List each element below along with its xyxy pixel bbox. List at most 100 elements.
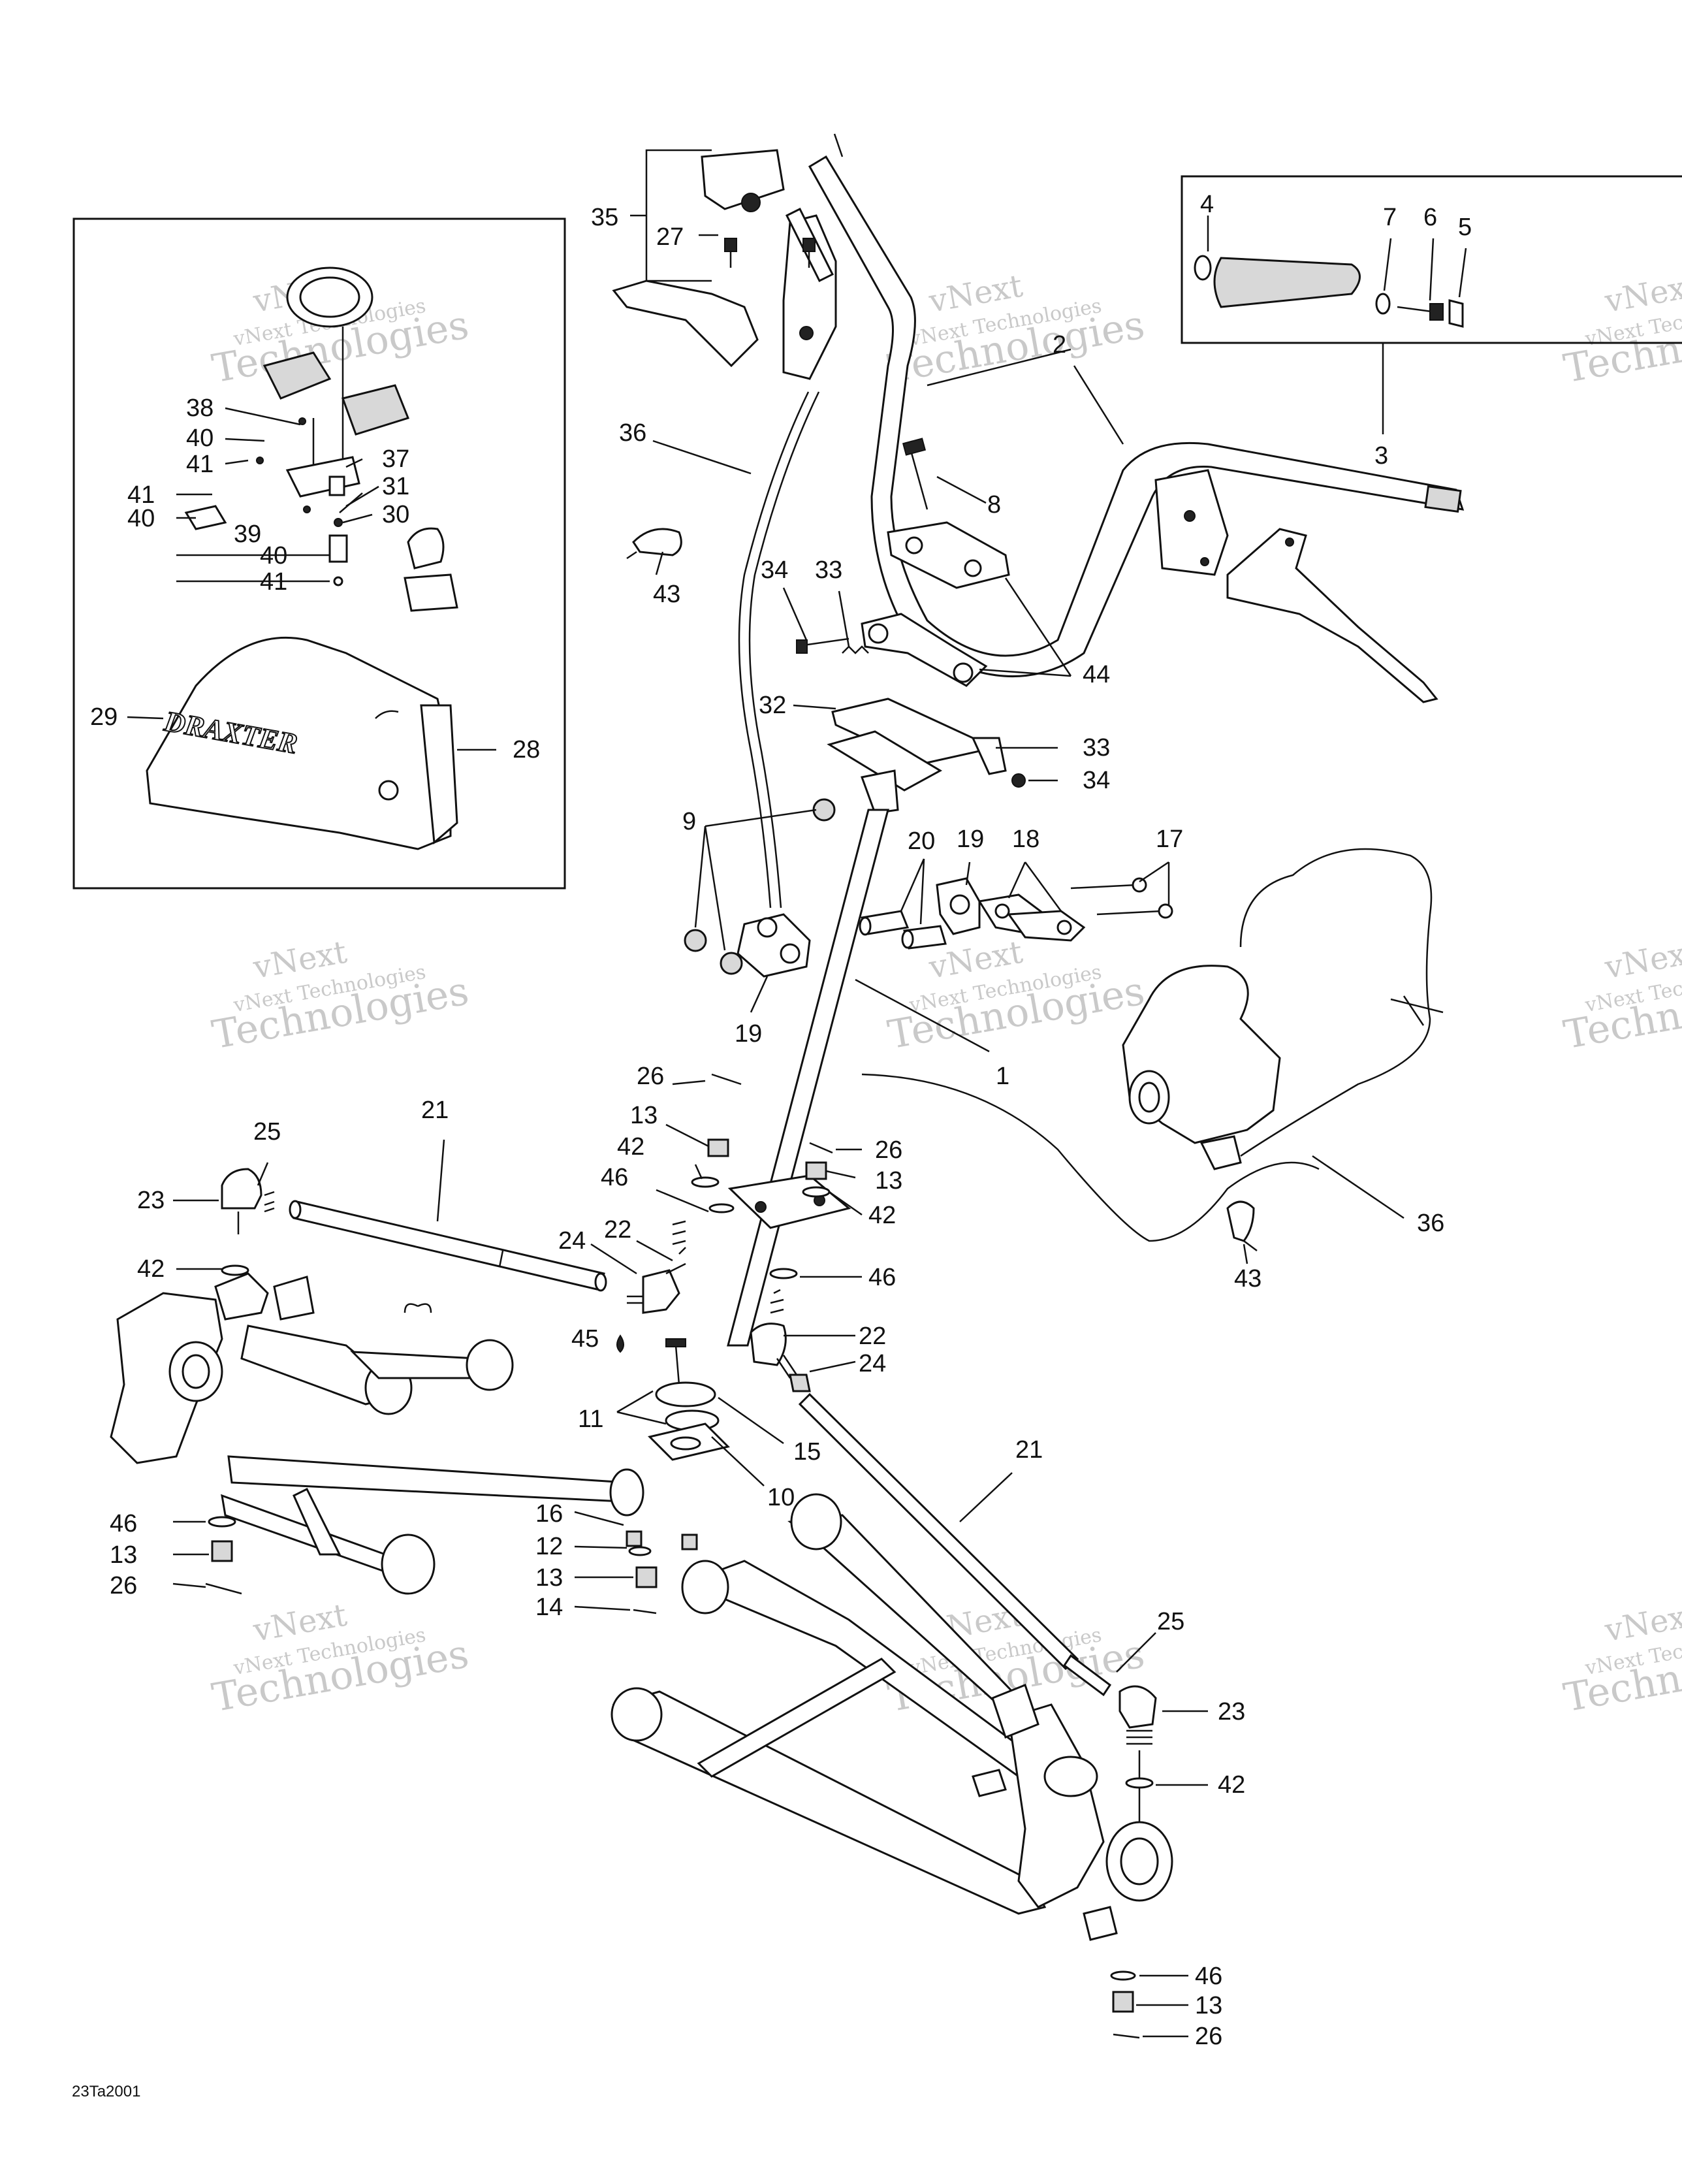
handlebar-end-cap — [1424, 485, 1462, 513]
inset-box-grip — [1181, 175, 1682, 344]
callout-46a: 46 — [601, 1164, 628, 1191]
callout-26d: 26 — [1195, 2023, 1222, 2050]
tie-rod-end-23-left — [221, 1168, 275, 1234]
watermark-group: vNext Technologies vNext Technologies vN… — [209, 268, 1682, 1722]
callout-25b: 25 — [1157, 1608, 1184, 1635]
callout-30: 30 — [382, 501, 409, 528]
callout-13d: 13 — [535, 1564, 563, 1592]
callout-24a: 24 — [558, 1227, 586, 1255]
callout-46d: 46 — [1195, 1963, 1222, 1990]
callout-14: 14 — [535, 1594, 563, 1621]
callout-1: 1 — [996, 1063, 1009, 1090]
tie-rod-left — [289, 1200, 607, 1292]
callout-6: 6 — [1423, 204, 1437, 231]
right-spindle-and-arms — [611, 1493, 1173, 1941]
callout-25a: 25 — [253, 1118, 281, 1146]
handlebar-clamp-lower — [861, 613, 988, 687]
handlebar — [808, 133, 1465, 678]
callout-35: 35 — [591, 204, 618, 231]
hardware-small — [205, 1073, 1154, 2039]
instrument-cluster-parts — [184, 266, 458, 612]
watermark-line1: vNext — [1602, 1597, 1682, 1649]
callout-8: 8 — [987, 491, 1001, 519]
callout-16: 16 — [535, 1500, 563, 1528]
callout-18: 18 — [1012, 826, 1039, 853]
callout-34a: 34 — [761, 556, 788, 584]
callout-40c: 40 — [260, 542, 287, 570]
callout-36b: 36 — [1417, 1210, 1444, 1237]
callout-26c: 26 — [110, 1572, 137, 1599]
callout-13a: 13 — [630, 1102, 658, 1129]
callout-46b: 46 — [868, 1264, 896, 1291]
watermark: vNext Technologies vNext Technologies — [1561, 1597, 1682, 1722]
left-spindle-and-arms — [110, 1272, 644, 1595]
callout-33b: 33 — [1083, 734, 1110, 762]
callout-27: 27 — [656, 223, 684, 251]
callout-46c: 46 — [110, 1510, 137, 1537]
cable-tie-43a — [626, 528, 682, 560]
steering-bearing — [648, 1381, 730, 1461]
callout-36a: 36 — [619, 419, 646, 447]
cable-tie-43b — [1226, 1200, 1258, 1251]
callout-2: 2 — [1053, 331, 1066, 359]
spacers-18 — [977, 893, 1086, 942]
callout-41b: 41 — [127, 481, 155, 509]
callout-17: 17 — [1156, 826, 1183, 853]
callout-19b: 19 — [735, 1020, 762, 1048]
column-clamp — [684, 798, 981, 978]
diagram-code: 23Ta2001 — [72, 2083, 140, 2100]
brake-hose-36 — [738, 391, 810, 908]
instrument-cover: DRAXTER — [146, 636, 458, 850]
bolts-27 — [724, 238, 816, 268]
callout-38: 38 — [186, 394, 214, 422]
watermark: vNext Technologies vNext Technologies — [209, 1597, 472, 1722]
callout-5: 5 — [1458, 214, 1472, 241]
callout-31: 31 — [382, 473, 409, 500]
tie-rod-right — [798, 1392, 1112, 1697]
callout-4: 4 — [1200, 191, 1214, 218]
callout-45: 45 — [571, 1325, 599, 1353]
callout-23b: 23 — [1218, 1698, 1245, 1726]
callout-32: 32 — [759, 692, 786, 719]
callout-21a: 21 — [421, 1097, 449, 1124]
callout-39: 39 — [234, 521, 261, 548]
bushings-20 — [859, 910, 947, 950]
callout-43b: 43 — [1234, 1265, 1262, 1293]
watermark-line1: vNext — [1602, 934, 1682, 986]
carburetor — [861, 848, 1444, 1242]
callout-11: 11 — [578, 1405, 603, 1433]
callout-40a: 40 — [186, 425, 214, 452]
handlebar-clamp-upper — [887, 438, 1010, 589]
callout-labels: 35 27 2 4 7 6 5 3 36 8 43 34 33 44 32 33… — [90, 191, 1472, 2050]
watermark: vNext Technologies vNext Technologies — [209, 934, 472, 1059]
callout-15: 15 — [793, 1438, 821, 1466]
callout-37: 37 — [382, 445, 409, 473]
callout-7: 7 — [1383, 204, 1397, 231]
callout-3: 3 — [1374, 442, 1388, 470]
callout-13e: 13 — [1195, 1992, 1222, 2019]
callout-43a: 43 — [653, 581, 680, 608]
callout-9: 9 — [682, 808, 696, 835]
bracket-35 — [630, 149, 712, 282]
callout-42c: 42 — [137, 1255, 165, 1283]
callout-13b: 13 — [875, 1167, 902, 1195]
callout-33a: 33 — [815, 556, 842, 584]
brake-lever-right — [1226, 528, 1438, 703]
callout-20: 20 — [908, 827, 935, 855]
watermark: vNext Technologies vNext Technologies — [1561, 268, 1682, 393]
callout-22b: 22 — [859, 1323, 886, 1350]
tie-rod-end-22-right — [750, 1289, 811, 1392]
callout-42b: 42 — [868, 1202, 896, 1229]
callout-12: 12 — [535, 1533, 563, 1560]
watermark-line1: vNext — [1602, 268, 1682, 320]
callout-34b: 34 — [1083, 767, 1110, 794]
callout-26b: 26 — [875, 1136, 902, 1164]
callout-26a: 26 — [637, 1063, 664, 1090]
tie-rod-end-22-left — [627, 1220, 686, 1314]
leader-lines — [127, 216, 1467, 2038]
callout-22a: 22 — [604, 1216, 631, 1244]
callout-28: 28 — [513, 736, 540, 763]
callout-29: 29 — [90, 703, 118, 731]
callout-44: 44 — [1083, 661, 1110, 688]
watermark: vNext Technologies vNext Technologies — [1561, 934, 1682, 1059]
